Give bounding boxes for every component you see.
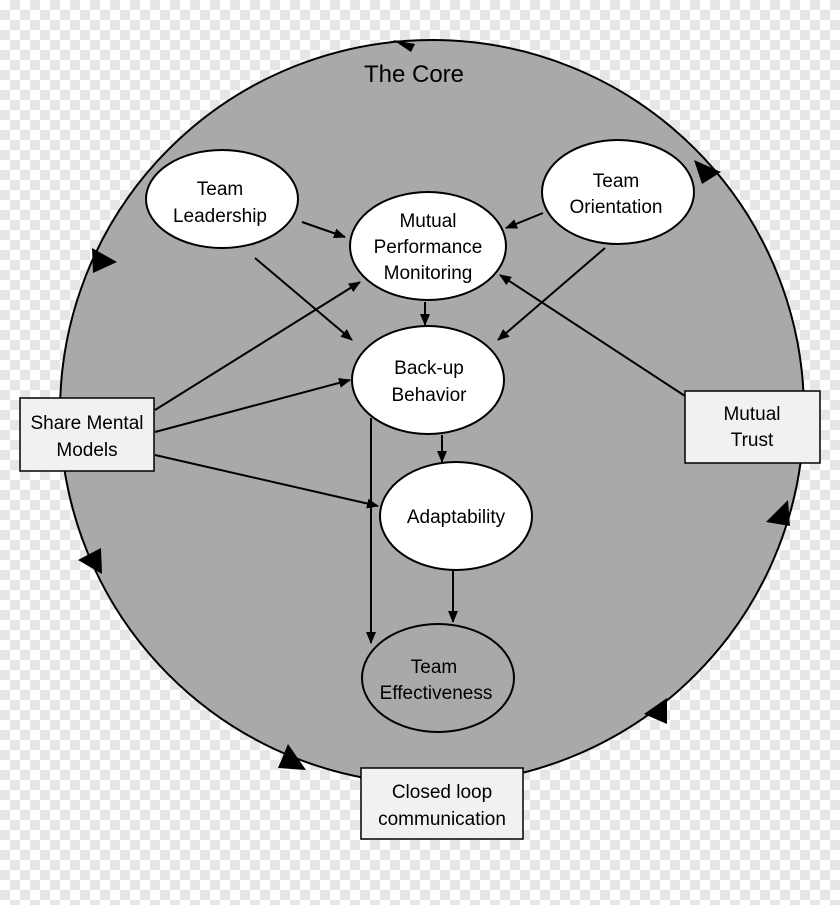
circulation-arrow-left-lower: [78, 548, 102, 574]
arrow-orientation-to-monitoring: [505, 212, 544, 229]
node-adaptability: Adaptability: [379, 461, 533, 571]
node-label: Orientation: [570, 197, 663, 218]
svg-text:Adaptability: Adaptability: [407, 507, 506, 528]
box-label: Share Mental: [30, 413, 143, 434]
arrow-orientation-to-backup: [497, 247, 606, 341]
arrow-models-to-adaptability: [154, 454, 379, 509]
node-label: Behavior: [392, 385, 468, 406]
circulation-arrow-right-lower: [766, 500, 790, 526]
arrow-models-to-monitoring: [154, 281, 361, 411]
circulation-arrow-left-upper: [92, 248, 117, 273]
node-label: Team: [197, 179, 243, 200]
node-label: Back-up: [394, 358, 464, 379]
arrow-models-to-backup: [154, 378, 351, 433]
circulation-arrow-bottom-left: [278, 744, 306, 770]
arrow-trust-to-monitoring: [499, 274, 686, 397]
box-label: Trust: [731, 430, 774, 451]
box-label: Mutual: [723, 404, 780, 425]
box-label: communication: [378, 809, 506, 830]
circulation-arrow-lower-right: [644, 698, 667, 724]
node-label: Mutual: [399, 211, 456, 232]
box-label: Models: [56, 440, 117, 461]
arrow-leadership-to-backup: [254, 257, 353, 341]
circulation-arrow-top: [393, 40, 415, 52]
node-label: Team: [411, 657, 457, 678]
core-title: The Core: [364, 61, 464, 88]
arrow-leadership-to-monitoring: [301, 221, 346, 239]
box-label: Closed loop: [392, 782, 492, 803]
node-label: Monitoring: [384, 263, 473, 284]
node-label: Leadership: [173, 206, 267, 227]
connectors: [154, 212, 686, 644]
box-closed-loop-communication: Closed loop communication: [360, 767, 524, 840]
node-label: Effectiveness: [380, 683, 493, 704]
node-label: Performance: [374, 237, 483, 258]
node-label: Adaptability: [407, 507, 506, 528]
circulation-arrow-upper-right: [694, 160, 721, 184]
circulation-arrows: [78, 40, 790, 770]
node-label: Team: [593, 171, 639, 192]
